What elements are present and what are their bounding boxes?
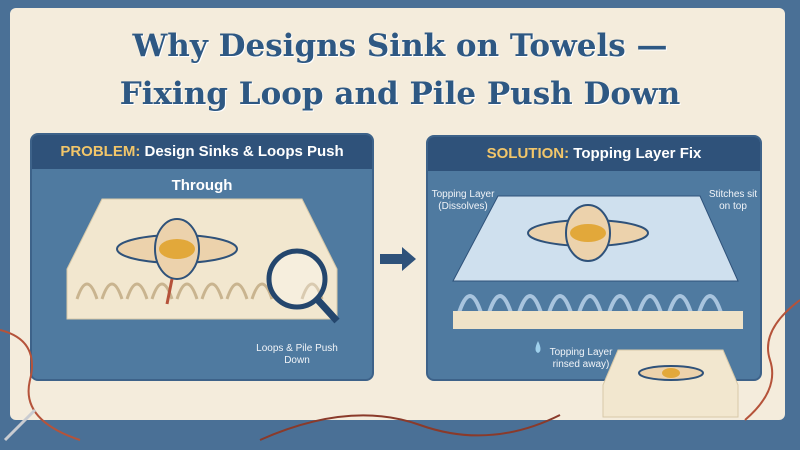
topping-callout: Topping Layer (Dissolves) xyxy=(431,189,495,212)
title-line-2: Fixing Loop and Pile Push Down xyxy=(119,76,681,112)
solution-keyword: SOLUTION: xyxy=(486,145,570,162)
rinsed-callout: Topping Layer rinsed away) xyxy=(549,347,613,370)
solution-panel: SOLUTION: Topping Layer Fix Topping Laye… xyxy=(426,135,762,381)
finished-towel-illustration xyxy=(602,349,739,418)
solution-heading: Topping Layer Fix xyxy=(573,145,702,162)
loops-callout: Loops & Pile Push Down xyxy=(256,343,338,366)
sunken-towel-illustration xyxy=(66,198,340,324)
problem-header: PROBLEM: Design Sinks & Loops Push Throu… xyxy=(32,135,372,194)
title-line-1: Why Designs Sink on Towels — xyxy=(132,28,668,64)
problem-keyword: PROBLEM: xyxy=(60,143,141,160)
flower-design-icon xyxy=(116,218,238,280)
stitches-callout: Stitches sit on top xyxy=(708,189,758,212)
problem-heading: Design Sinks & Loops Push Through xyxy=(144,143,344,194)
magnifier-icon xyxy=(266,248,340,324)
flower-design-icon xyxy=(527,204,649,262)
topped-towel-illustration xyxy=(452,195,743,353)
solution-header: SOLUTION: Topping Layer Fix xyxy=(428,137,760,171)
problem-panel: PROBLEM: Design Sinks & Loops Push Throu… xyxy=(30,133,374,381)
arrow-right-icon xyxy=(380,247,416,271)
water-drop-icon xyxy=(535,341,541,353)
